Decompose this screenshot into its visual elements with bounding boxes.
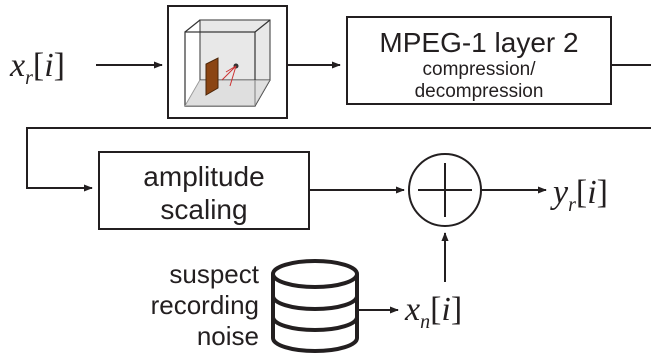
input-signal-label: xr[i] bbox=[9, 47, 65, 89]
noise-source-line-3: noise bbox=[197, 321, 259, 351]
mpeg-subtitle-1: compression/ bbox=[423, 59, 537, 80]
mpeg-subtitle-2: decompression bbox=[415, 81, 544, 102]
mpeg-block: MPEG-1 layer 2 compression/ decompressio… bbox=[346, 16, 612, 105]
noise-source-line-1: suspect bbox=[169, 259, 259, 289]
summation-icon bbox=[408, 153, 482, 227]
scaling-line-1: amplitude bbox=[143, 161, 264, 192]
noise-source-line-2: recording bbox=[151, 290, 259, 320]
scaling-line-2: scaling bbox=[160, 194, 247, 225]
mpeg-title: MPEG-1 layer 2 bbox=[379, 27, 578, 58]
noise-signal-label: xn[i] bbox=[404, 291, 462, 333]
database-icon bbox=[271, 259, 359, 353]
wrap-line-to-scaling bbox=[26, 127, 651, 192]
output-signal-label: yr[i] bbox=[550, 174, 608, 216]
room-with-door-icon bbox=[167, 5, 288, 119]
amplitude-scaling-block: amplitude scaling bbox=[98, 151, 310, 230]
